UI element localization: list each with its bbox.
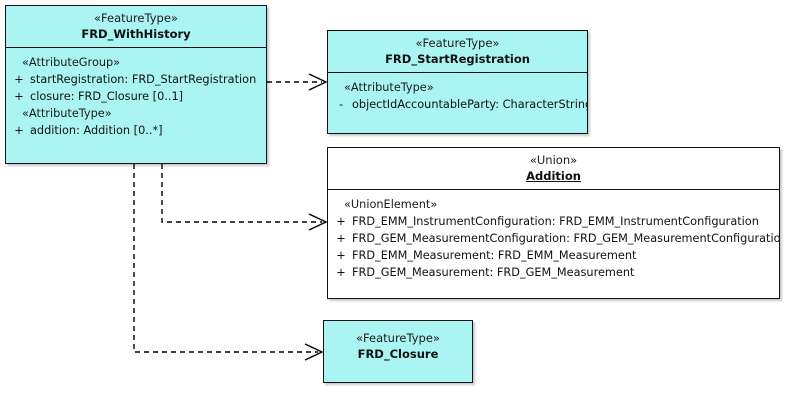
class-header: «FeatureType» FRD_StartRegistration (328, 31, 587, 73)
union-element-stereotype: «UnionElement» (344, 198, 438, 211)
attribute-row[interactable]: + FRD_EMM_Measurement: FRD_EMM_Measureme… (330, 247, 777, 264)
attribute-label: closure: FRD_Closure [0..1] (30, 90, 184, 103)
class-header: «FeatureType» FRD_WithHistory (6, 6, 266, 48)
class-box-frd-closure[interactable]: «FeatureType» FRD_Closure (323, 320, 473, 383)
connector-withhistory-to-closure[interactable] (133, 164, 324, 361)
connector-withhistory-to-startregistration[interactable] (267, 73, 328, 91)
attribute-label: startRegistration: FRD_StartRegistration (30, 73, 257, 86)
class-name: FRD_StartRegistration (385, 52, 530, 66)
attribute-type-stereotype: «AttributeType» (344, 81, 434, 94)
class-box-addition[interactable]: «Union» Addition «UnionElement» + FRD_EM… (327, 147, 780, 299)
open-arrowhead-icon (308, 73, 328, 91)
attribute-row[interactable]: + closure: FRD_Closure [0..1] (8, 88, 264, 105)
attribute-row[interactable]: + FRD_GEM_MeasurementConfiguration: FRD_… (330, 230, 780, 247)
attribute-label: FRD_EMM_InstrumentConfiguration: FRD_EMM… (352, 215, 759, 228)
class-attributes-compartment: «AttributeGroup» + startRegistration: FR… (6, 48, 266, 144)
class-box-frd-withhistory[interactable]: «FeatureType» FRD_WithHistory «Attribute… (5, 5, 267, 164)
attribute-group-stereotype: «AttributeGroup» (22, 56, 121, 69)
class-header: «FeatureType» FRD_Closure (324, 321, 472, 367)
class-attributes-compartment: «UnionElement» + FRD_EMM_InstrumentConfi… (328, 190, 779, 286)
class-stereotype: «FeatureType» (415, 36, 500, 50)
attribute-label: addition: Addition [0..*] (30, 124, 163, 137)
attribute-row[interactable]: + startRegistration: FRD_StartRegistrati… (8, 71, 264, 88)
attribute-row[interactable]: - objectIdAccountableParty: CharacterStr… (330, 96, 588, 113)
attribute-label: objectIdAccountableParty: CharacterStrin… (352, 98, 588, 111)
attribute-label: FRD_GEM_MeasurementConfiguration: FRD_GE… (352, 232, 780, 245)
visibility-marker: + (14, 90, 24, 103)
class-box-frd-startregistration[interactable]: «FeatureType» FRD_StartRegistration «Att… (327, 30, 588, 134)
attribute-row[interactable]: + FRD_EMM_InstrumentConfiguration: FRD_E… (330, 213, 777, 230)
class-stereotype: «Union» (529, 153, 578, 167)
class-stereotype: «FeatureType» (356, 331, 440, 345)
attribute-row[interactable]: + FRD_GEM_Measurement: FRD_GEM_Measureme… (330, 264, 777, 281)
attribute-row[interactable]: + addition: Addition [0..*] (8, 122, 264, 139)
visibility-marker: + (14, 124, 24, 137)
class-name: Addition (526, 169, 581, 183)
open-arrowhead-icon (304, 343, 324, 361)
class-name: FRD_Closure (357, 347, 439, 361)
visibility-marker: + (336, 249, 346, 262)
class-header: «Union» Addition (328, 148, 779, 190)
connector-withhistory-to-addition[interactable] (161, 164, 328, 231)
visibility-marker: + (336, 215, 346, 228)
visibility-marker: + (14, 73, 24, 86)
attribute-label: FRD_GEM_Measurement: FRD_GEM_Measurement (352, 266, 635, 279)
visibility-marker: + (336, 266, 346, 279)
connector-line (133, 164, 318, 353)
connector-line (161, 164, 322, 223)
class-attributes-compartment: «AttributeType» - objectIdAccountablePar… (328, 73, 587, 118)
attribute-label: FRD_EMM_Measurement: FRD_EMM_Measurement (352, 249, 637, 262)
attribute-type-stereotype: «AttributeType» (22, 107, 112, 120)
open-arrowhead-icon (308, 213, 328, 231)
visibility-marker: + (336, 232, 346, 245)
visibility-marker: - (338, 98, 344, 111)
class-name: FRD_WithHistory (81, 27, 191, 41)
class-stereotype: «FeatureType» (94, 11, 178, 25)
